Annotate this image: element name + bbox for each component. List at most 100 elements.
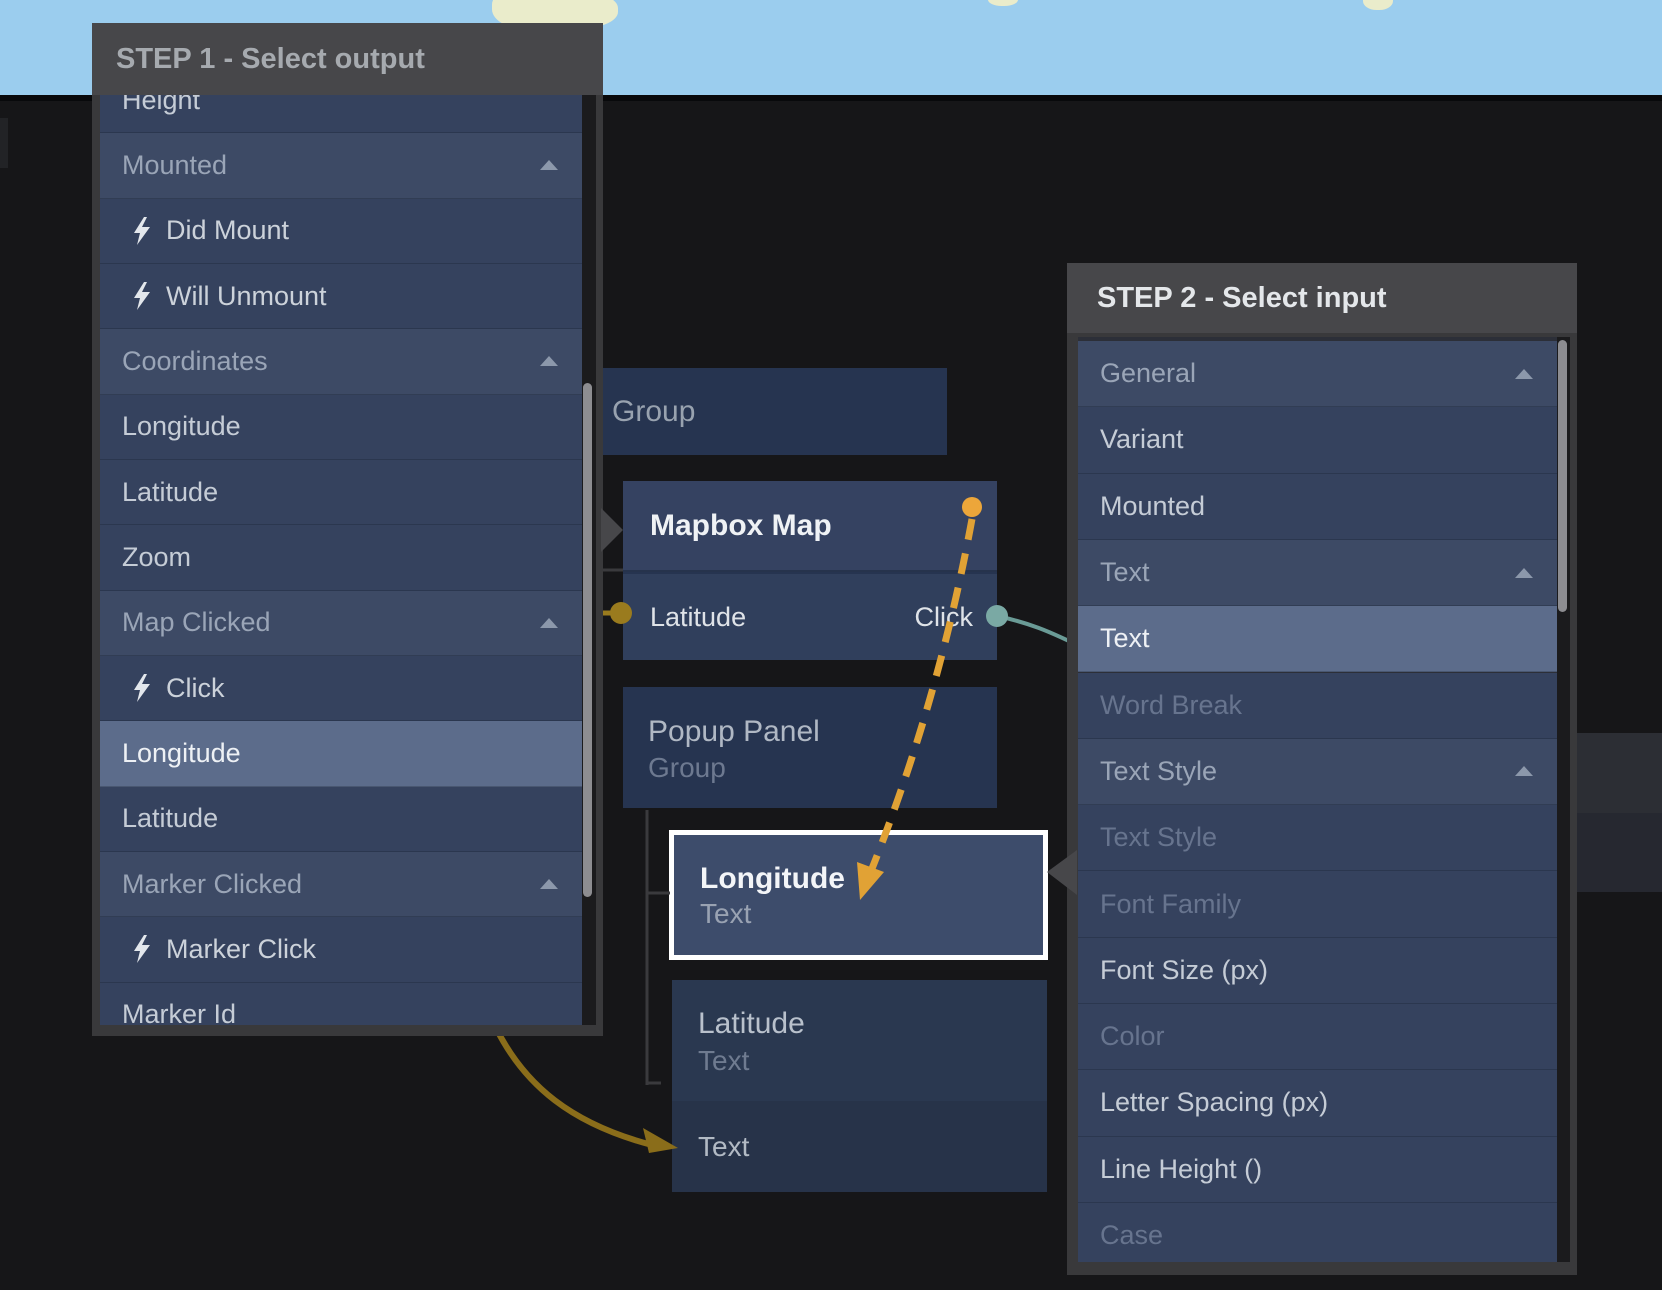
list-item-text[interactable]: Text	[1078, 606, 1557, 673]
step1-scrollbar-thumb[interactable]	[583, 383, 592, 897]
step2-panel-title: STEP 2 - Select input	[1097, 281, 1387, 314]
list-item-line-height[interactable]: Line Height ()	[1078, 1136, 1557, 1203]
port-click[interactable]: Click	[914, 601, 974, 632]
port-latitude[interactable]: Latitude	[650, 601, 747, 632]
list-item-height[interactable]: Height	[100, 95, 582, 134]
row-label: Coordinates	[122, 345, 268, 376]
left-edge-handle[interactable]	[0, 118, 8, 168]
list-item-zoom[interactable]: Zoom	[100, 525, 582, 591]
row-label: Click	[166, 672, 225, 703]
row-label: Font Size (px)	[1100, 954, 1269, 985]
row-label: Longitude	[122, 737, 241, 768]
chevron-up-icon[interactable]	[540, 160, 558, 171]
category-row-marker-clicked[interactable]: Marker Clicked	[100, 851, 582, 918]
node-popup-panel[interactable]: Popup Panel Group	[623, 687, 997, 808]
list-item-marker-id[interactable]: Marker Id	[100, 982, 582, 1025]
row-label: Mounted	[122, 149, 228, 180]
bolt-icon	[134, 935, 150, 964]
category-row-general[interactable]: General	[1078, 341, 1557, 408]
row-label: Did Mount	[166, 215, 290, 246]
row-label: Text Style	[1100, 755, 1218, 786]
right-side-panel-edge	[1577, 733, 1662, 813]
row-label: Zoom	[122, 541, 192, 572]
chevron-up-icon[interactable]	[1515, 567, 1533, 578]
node-header[interactable]: Mapbox Map	[623, 481, 997, 572]
list-item-text-style[interactable]: Text Style	[1078, 805, 1557, 872]
row-label: Will Unmount	[166, 280, 327, 311]
list-item-variant[interactable]: Variant	[1078, 407, 1557, 474]
chevron-up-icon[interactable]	[540, 617, 558, 628]
list-item-will-unmount[interactable]: Will Unmount	[100, 263, 582, 330]
step1-panel-title: STEP 1 - Select output	[116, 42, 425, 75]
list-item-font-size-px[interactable]: Font Size (px)	[1078, 937, 1557, 1004]
node-title: Longitude	[700, 862, 845, 895]
step1-panel-header: STEP 1 - Select output	[92, 23, 603, 95]
node-group[interactable]: Group	[570, 368, 947, 455]
list-item-font-family[interactable]: Font Family	[1078, 871, 1557, 938]
row-label: Line Height ()	[1100, 1153, 1263, 1184]
list-item-marker-click[interactable]: Marker Click	[100, 917, 582, 983]
row-label: Latitude	[122, 803, 219, 834]
row-label: Map Clicked	[122, 607, 271, 638]
node-subtitle: Text	[700, 898, 752, 929]
row-label: Case	[1100, 1220, 1164, 1251]
node-port-row: Latitude Click	[623, 574, 997, 660]
list-item-word-break[interactable]: Word Break	[1078, 672, 1557, 739]
chevron-up-icon[interactable]	[1515, 368, 1533, 379]
bolt-icon	[134, 216, 150, 245]
node-subtitle: Text	[698, 1044, 750, 1076]
bolt-icon	[134, 282, 150, 311]
right-side-panel-edge	[1577, 813, 1662, 892]
list-item-color[interactable]: Color	[1078, 1004, 1557, 1071]
step1-panel-pointer	[601, 508, 623, 552]
list-item-latitude[interactable]: Latitude	[100, 786, 582, 852]
list-item-did-mount[interactable]: Did Mount	[100, 198, 582, 264]
map-land-shape	[988, 0, 1018, 6]
row-label: Variant	[1100, 424, 1184, 455]
row-label: Marker Clicked	[122, 868, 303, 899]
list-item-case[interactable]: Case	[1078, 1202, 1557, 1262]
click-connection-wire	[996, 614, 1072, 644]
list-item-click[interactable]: Click	[100, 655, 582, 722]
list-item-latitude[interactable]: Latitude	[100, 459, 582, 526]
row-label: Text Style	[1100, 822, 1218, 853]
row-label: Latitude	[122, 476, 219, 507]
category-row-text-style[interactable]: Text Style	[1078, 738, 1557, 806]
step2-panel-header: STEP 2 - Select input	[1067, 263, 1577, 333]
bolt-icon	[134, 674, 150, 703]
list-item-longitude[interactable]: Longitude	[100, 394, 582, 460]
node-title: Text	[698, 1130, 750, 1162]
node-longitude-text-selected[interactable]: Longitude Text	[669, 830, 1048, 960]
category-row-coordinates[interactable]: Coordinates	[100, 329, 582, 395]
node-title: Mapbox Map	[650, 508, 832, 542]
list-item-longitude[interactable]: Longitude	[100, 721, 582, 787]
step2-panel-pointer	[1047, 850, 1077, 895]
list-item-mounted[interactable]: Mounted	[1078, 473, 1557, 540]
step2-scrollbar-thumb[interactable]	[1558, 340, 1567, 612]
category-row-map-clicked[interactable]: Map Clicked	[100, 590, 582, 656]
category-row-text[interactable]: Text	[1078, 539, 1557, 607]
node-mapbox-map[interactable]: Mapbox Map Latitude Click	[623, 481, 997, 660]
row-label: Word Break	[1100, 689, 1243, 720]
row-label: Height	[122, 95, 201, 115]
chevron-up-icon[interactable]	[1515, 766, 1533, 777]
row-label: Text	[1100, 623, 1150, 654]
node-subtitle: Group	[648, 751, 726, 783]
node-title: Popup Panel	[648, 714, 820, 748]
chevron-up-icon[interactable]	[540, 356, 558, 367]
bolt-icon	[132, 935, 152, 964]
row-label: Color	[1100, 1021, 1165, 1052]
node-text[interactable]: Text	[672, 1101, 1047, 1192]
row-label: Text	[1100, 557, 1150, 588]
list-item-letter-spacing-px[interactable]: Letter Spacing (px)	[1078, 1070, 1557, 1137]
node-latitude-text[interactable]: Latitude Text	[672, 980, 1047, 1101]
row-label: Marker Click	[166, 933, 317, 964]
curved-connector-arrow	[493, 1026, 653, 1148]
chevron-up-icon[interactable]	[540, 879, 558, 890]
row-label: Marker Id	[122, 999, 237, 1025]
category-row-mounted[interactable]: Mounted	[100, 133, 582, 199]
